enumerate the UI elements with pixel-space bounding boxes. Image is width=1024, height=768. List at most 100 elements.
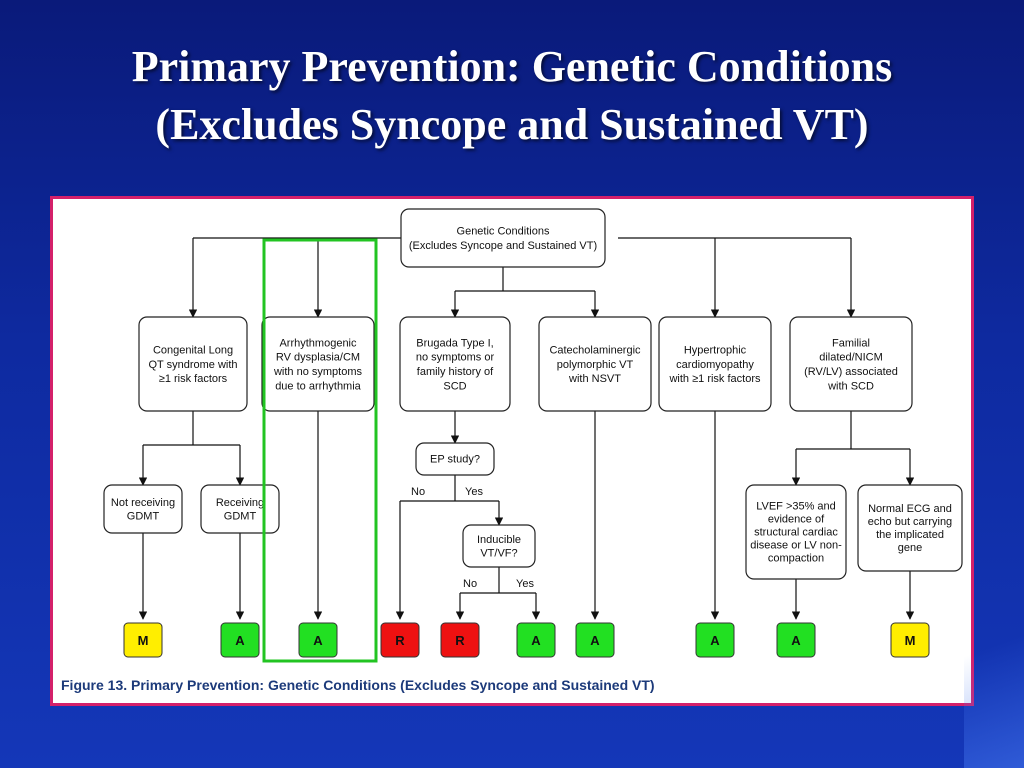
outcome-badge-lqts-gdmt: A — [220, 622, 260, 658]
edge-label-inducible-no: No — [463, 578, 477, 590]
outcome-badge-arvd: A — [298, 622, 338, 658]
node-normal-ecg-line: the implicated — [876, 529, 944, 541]
outcome-badge-lvef: A — [776, 622, 816, 658]
root-node-genetic-conditions-frame — [400, 208, 606, 268]
outcome-badge-label: A — [710, 633, 720, 648]
condition-brugada-line: SCD — [443, 380, 466, 392]
node-ep-study-line: EP study? — [430, 454, 480, 466]
node-not-receiving-gdmt-line: Not receiving — [111, 497, 175, 509]
root-node-genetic-conditions-line: (Excludes Syncope and Sustained VT) — [409, 240, 597, 252]
node-normal-ecg-line: echo but carrying — [868, 516, 952, 528]
outcome-badge-hcm: A — [695, 622, 735, 658]
node-normal-ecg-frame — [857, 484, 963, 572]
flowchart: Genetic Conditions (Excludes Syncope and … — [103, 208, 963, 663]
node-not-receiving-gdmt-frame — [103, 484, 183, 534]
node-ep-study: EP study? — [415, 442, 495, 476]
condition-hcm: Hypertrophic cardiomyopathy with ≥1 risk f… — [658, 316, 772, 412]
edge-label-ep-yes: Yes — [465, 486, 483, 498]
condition-nicm-line: Familial — [832, 337, 870, 349]
condition-nicm-line: with SCD — [827, 380, 874, 392]
root-node-genetic-conditions-line: Genetic Conditions — [457, 226, 550, 238]
condition-lqts: Congenital Long QT syndrome with ≥1 risk f… — [138, 316, 248, 412]
condition-lqts-line: ≥1 risk factors — [159, 373, 228, 385]
outcome-badge-fill — [776, 622, 816, 658]
outcome-badge-fill — [575, 622, 615, 658]
node-inducible-vtvf-line: VT/VF? — [480, 548, 517, 560]
condition-cpvt-line: Catecholaminergic — [549, 345, 641, 357]
edge-label-ep-no: No — [411, 486, 425, 498]
condition-lqts-line: Congenital Long — [153, 345, 233, 357]
condition-nicm-frame — [789, 316, 913, 412]
condition-cpvt-frame — [538, 316, 652, 412]
condition-cpvt-line: polymorphic VT — [557, 359, 634, 371]
corner-decoration — [964, 568, 1024, 768]
condition-nicm-line: dilated/NICM — [819, 352, 883, 364]
condition-hcm-line: cardiomyopathy — [676, 359, 754, 371]
outcome-badge-fill — [220, 622, 260, 658]
condition-arvd-line: with no symptoms — [273, 366, 363, 378]
outcome-badge-fill — [123, 622, 163, 658]
outcome-badge-fill — [298, 622, 338, 658]
outcome-badge-label: A — [313, 633, 323, 648]
condition-brugada-line: Brugada Type I, — [416, 337, 493, 349]
node-receiving-gdmt-frame — [200, 484, 280, 534]
slide-title: Primary Prevention: Genetic Conditions (… — [0, 38, 1024, 154]
node-receiving-gdmt-line: Receiving — [216, 497, 264, 509]
figure-caption: Figure 13. Primary Prevention: Genetic C… — [61, 677, 655, 693]
node-lvef-line: compaction — [768, 553, 824, 565]
condition-lqts-frame — [138, 316, 248, 412]
node-inducible-vtvf-frame — [462, 524, 536, 568]
outcome-badge-label: M — [138, 633, 149, 648]
node-lvef-line: disease or LV non- — [750, 540, 842, 552]
node-lvef-line: structural cardiac — [754, 527, 838, 539]
outcome-badge-lqts-not-gdmt: M — [123, 622, 163, 658]
condition-arvd-line: RV dysplasia/CM — [276, 352, 360, 364]
condition-lqts-line: QT syndrome with — [148, 359, 237, 371]
outcome-badge-label: A — [531, 633, 541, 648]
outcome-badge-fill — [516, 622, 556, 658]
root-node-genetic-conditions: Genetic Conditions (Excludes Syncope and … — [400, 208, 606, 268]
outcome-badge-fill — [890, 622, 930, 658]
outcome-badge-label: R — [395, 633, 405, 648]
condition-arvd-frame — [261, 316, 375, 412]
slide-title-line1: Primary Prevention: Genetic Conditions — [131, 42, 893, 91]
node-inducible-vtvf-line: Inducible — [477, 534, 521, 546]
outcome-badge-ind-yes: A — [516, 622, 556, 658]
condition-arvd: Arrhythmogenic RV dysplasia/CM with no sym… — [261, 316, 375, 412]
condition-arvd-line: due to arrhythmia — [275, 380, 361, 392]
outcome-badge-ep-no: R — [380, 622, 420, 658]
outcome-badge-label: A — [791, 633, 801, 648]
node-receiving-gdmt-line: GDMT — [224, 511, 257, 523]
node-lvef-frame — [745, 484, 847, 580]
figure-panel: Genetic Conditions (Excludes Syncope and … — [50, 196, 974, 706]
node-ep-study-frame — [415, 442, 495, 476]
node-normal-ecg-line: Normal ECG and — [868, 503, 952, 515]
outcome-badge-fill — [695, 622, 735, 658]
outcome-badge-label: R — [455, 633, 465, 648]
condition-cpvt-line: with NSVT — [568, 373, 621, 385]
outcome-badge-fill — [380, 622, 420, 658]
edge-label-inducible-yes: Yes — [516, 578, 534, 590]
node-not-receiving-gdmt-line: GDMT — [127, 511, 160, 523]
outcome-badge-label: A — [590, 633, 600, 648]
condition-hcm-line: Hypertrophic — [684, 345, 747, 357]
node-lvef-line: evidence of — [768, 514, 825, 526]
outcome-badge-ind-no: R — [440, 622, 480, 658]
node-normal-ecg-line: gene — [898, 542, 922, 554]
outcome-badge-label: A — [235, 633, 245, 648]
condition-hcm-frame — [658, 316, 772, 412]
condition-cpvt: Catecholaminergic polymorphic VT with NSVT — [538, 316, 652, 412]
outcome-badge-label: M — [905, 633, 916, 648]
condition-arvd-line: Arrhythmogenic — [279, 337, 357, 349]
slide-title-line2: (Excludes Syncope and Sustained VT) — [155, 100, 869, 149]
outcome-badge-normal-ecg: M — [890, 622, 930, 658]
outcome-badge-cpvt: A — [575, 622, 615, 658]
condition-hcm-line: with ≥1 risk factors — [668, 373, 761, 385]
